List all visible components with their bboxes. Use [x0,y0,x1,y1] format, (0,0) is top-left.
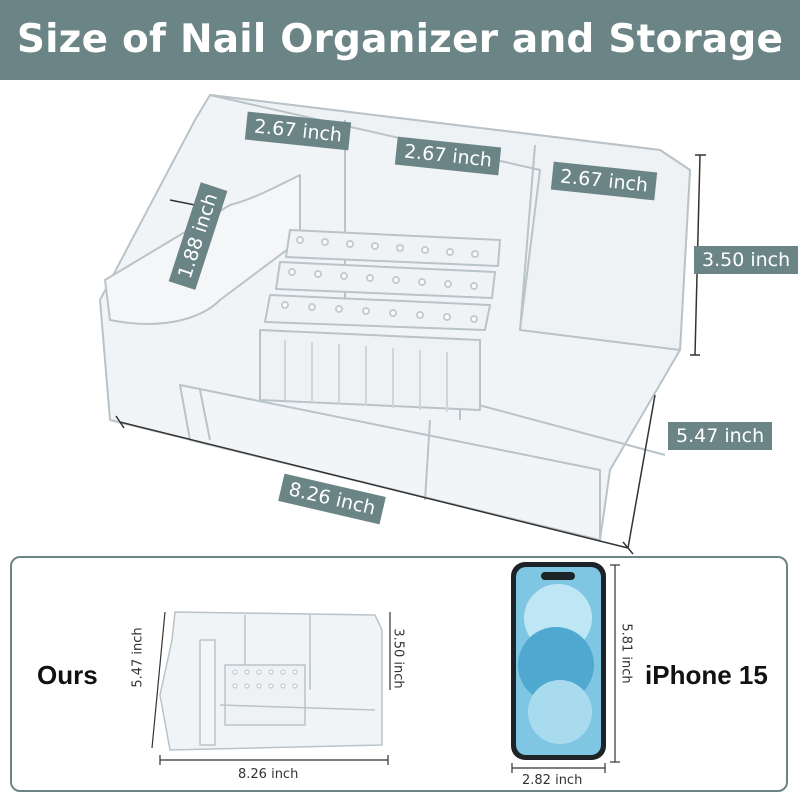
phone-model-label: iPhone 15 [645,660,768,690]
height-label: 3.50 inch [694,246,799,274]
ours-label: Ours [37,660,98,690]
ours-height-label: 3.50 inch [390,628,406,689]
phone-illustration [511,562,606,760]
phone-width-label: 2.82 inch [522,773,583,788]
ours-length-label: 8.26 inch [238,767,299,782]
title-banner [0,0,800,80]
ours-depth-label: 5.47 inch [130,627,146,688]
page-title: Size of Nail Organizer and Storage [16,17,784,62]
phone-height-label: 5.81 inch [618,623,634,684]
size-comparison-panel [10,556,788,792]
depth-label: 5.47 inch [668,422,773,450]
